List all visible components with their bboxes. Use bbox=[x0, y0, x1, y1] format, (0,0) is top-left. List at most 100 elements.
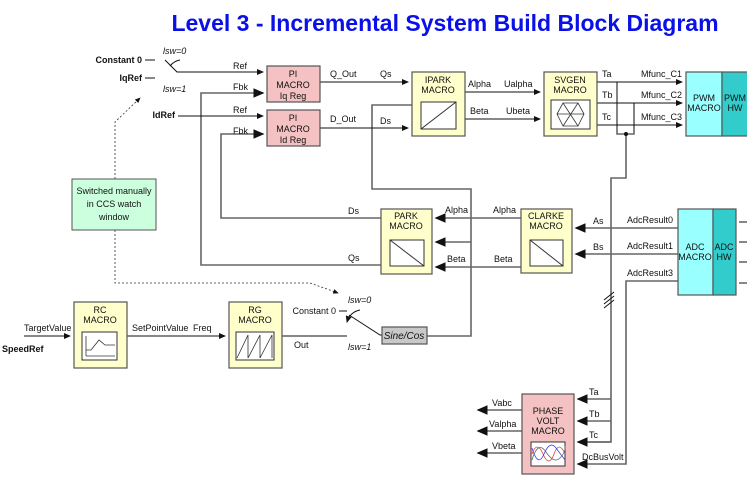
label: Q_Out bbox=[330, 69, 357, 79]
feedback-wires bbox=[200, 82, 678, 469]
label: AdcResult1 bbox=[627, 241, 673, 251]
label: Fbk bbox=[233, 82, 249, 92]
label: Vabc bbox=[492, 398, 512, 408]
label: TargetValue bbox=[24, 323, 71, 333]
label: IqRef bbox=[120, 73, 144, 83]
label: IPARK bbox=[425, 75, 451, 85]
label: RC bbox=[94, 305, 107, 315]
label: Beta bbox=[447, 254, 466, 264]
label: Ualpha bbox=[504, 79, 533, 89]
label: MACRO bbox=[276, 124, 310, 134]
label: AdcResult3 bbox=[627, 268, 673, 278]
label: DcBusVolt bbox=[582, 452, 624, 462]
label: lsw=0 bbox=[348, 295, 371, 305]
note-line: Switched manually bbox=[76, 186, 152, 196]
label: SpeedRef bbox=[2, 344, 45, 354]
sawtooth-icon bbox=[235, 331, 275, 361]
label: Fbk bbox=[233, 126, 249, 136]
label: SetPointValue bbox=[132, 323, 188, 333]
label: MACRO bbox=[83, 315, 117, 325]
clarke-block: CLARKE MACRO bbox=[520, 208, 573, 274]
label: Tb bbox=[589, 409, 600, 419]
three-phase-wave-icon bbox=[530, 441, 566, 467]
park-block: PARK MACRO bbox=[380, 208, 433, 275]
label: MACRO bbox=[276, 80, 310, 90]
label: PI bbox=[289, 69, 298, 79]
ipark-block: IPARK MACRO bbox=[411, 71, 466, 137]
label: MACRO bbox=[531, 426, 565, 436]
manual-switch-annotation: Switched manually in CCS watch window bbox=[71, 97, 339, 294]
label: Ta bbox=[602, 69, 612, 79]
pwm-block: PWM MACRO PWM HW bbox=[685, 71, 747, 137]
label: MACRO bbox=[553, 85, 587, 95]
label: MACRO bbox=[529, 221, 563, 231]
label: Ds bbox=[380, 116, 391, 126]
note-line: in CCS watch bbox=[87, 199, 142, 209]
label: HW bbox=[717, 252, 732, 262]
ramp-control-icon bbox=[81, 331, 118, 361]
label: ADC bbox=[714, 242, 734, 252]
rc-block: RC MACRO bbox=[73, 301, 128, 369]
label: Ref bbox=[233, 61, 248, 71]
label: Constant 0 bbox=[95, 55, 142, 65]
label: PWM bbox=[693, 93, 715, 103]
label: CLARKE bbox=[528, 211, 564, 221]
label: Out bbox=[294, 340, 309, 350]
label: SVGEN bbox=[554, 75, 586, 85]
label: Constant 0 bbox=[292, 306, 336, 316]
label: AdcResult0 bbox=[627, 215, 673, 225]
label: Tb bbox=[602, 90, 613, 100]
label: Mfunc_C3 bbox=[641, 112, 682, 122]
label: Valpha bbox=[489, 419, 516, 429]
label: Ta bbox=[589, 387, 599, 397]
label: Alpha bbox=[468, 79, 491, 89]
label: Vbeta bbox=[492, 441, 516, 451]
label: VOLT bbox=[537, 416, 560, 426]
label: MACRO bbox=[421, 85, 455, 95]
pi-iq-block: PI MACRO Iq Reg bbox=[266, 65, 321, 103]
label: IdRef bbox=[153, 110, 177, 120]
label: MACRO bbox=[389, 221, 423, 231]
label: PI bbox=[289, 113, 298, 123]
label: Mfunc_C1 bbox=[641, 69, 682, 79]
label: Qs bbox=[380, 69, 392, 79]
label: D_Out bbox=[330, 114, 357, 124]
label: Sine/Cos bbox=[384, 331, 425, 342]
svgen-block: SVGEN MACRO bbox=[543, 71, 598, 137]
label: Beta bbox=[494, 254, 513, 264]
label: Tc bbox=[589, 430, 599, 440]
adc-block: ADC MACRO ADC HW bbox=[677, 208, 737, 296]
label: PHASE bbox=[533, 406, 564, 416]
label: MACRO bbox=[238, 315, 272, 325]
label: PARK bbox=[394, 211, 418, 221]
label: lsw=1 bbox=[163, 84, 186, 94]
phase-volt-block: PHASE VOLT MACRO bbox=[521, 393, 575, 475]
label: Ubeta bbox=[506, 106, 530, 116]
label: Beta bbox=[470, 106, 489, 116]
label: lsw=1 bbox=[348, 342, 371, 352]
label: Qs bbox=[348, 253, 360, 263]
label: MACRO bbox=[687, 103, 721, 113]
label: Freq bbox=[193, 323, 212, 333]
label: Mfunc_C2 bbox=[641, 90, 682, 100]
pi-id-block: PI MACRO Id Reg bbox=[266, 109, 321, 147]
label: Alpha bbox=[445, 205, 468, 215]
label: RG bbox=[248, 305, 262, 315]
label: Bs bbox=[593, 242, 604, 252]
label: PWM bbox=[724, 93, 746, 103]
label: Ds bbox=[348, 206, 359, 216]
signal-wires bbox=[24, 59, 747, 339]
label: As bbox=[593, 216, 604, 226]
note-box bbox=[71, 178, 157, 231]
label: ADC bbox=[685, 242, 705, 252]
diagram-title: Level 3 - Incremental System Build Block… bbox=[171, 10, 719, 36]
note-line: window bbox=[98, 212, 130, 222]
label: lsw=0 bbox=[163, 46, 186, 56]
rg-block: RG MACRO bbox=[228, 301, 283, 369]
label: Id Reg bbox=[280, 135, 307, 145]
sine-cos-block: Sine/Cos bbox=[381, 326, 428, 345]
label: MACRO bbox=[678, 252, 712, 262]
signal-labels: Constant 0 lsw=0 lsw=1 IqRef IdRef Ref F… bbox=[2, 46, 682, 462]
label: Alpha bbox=[493, 205, 516, 215]
